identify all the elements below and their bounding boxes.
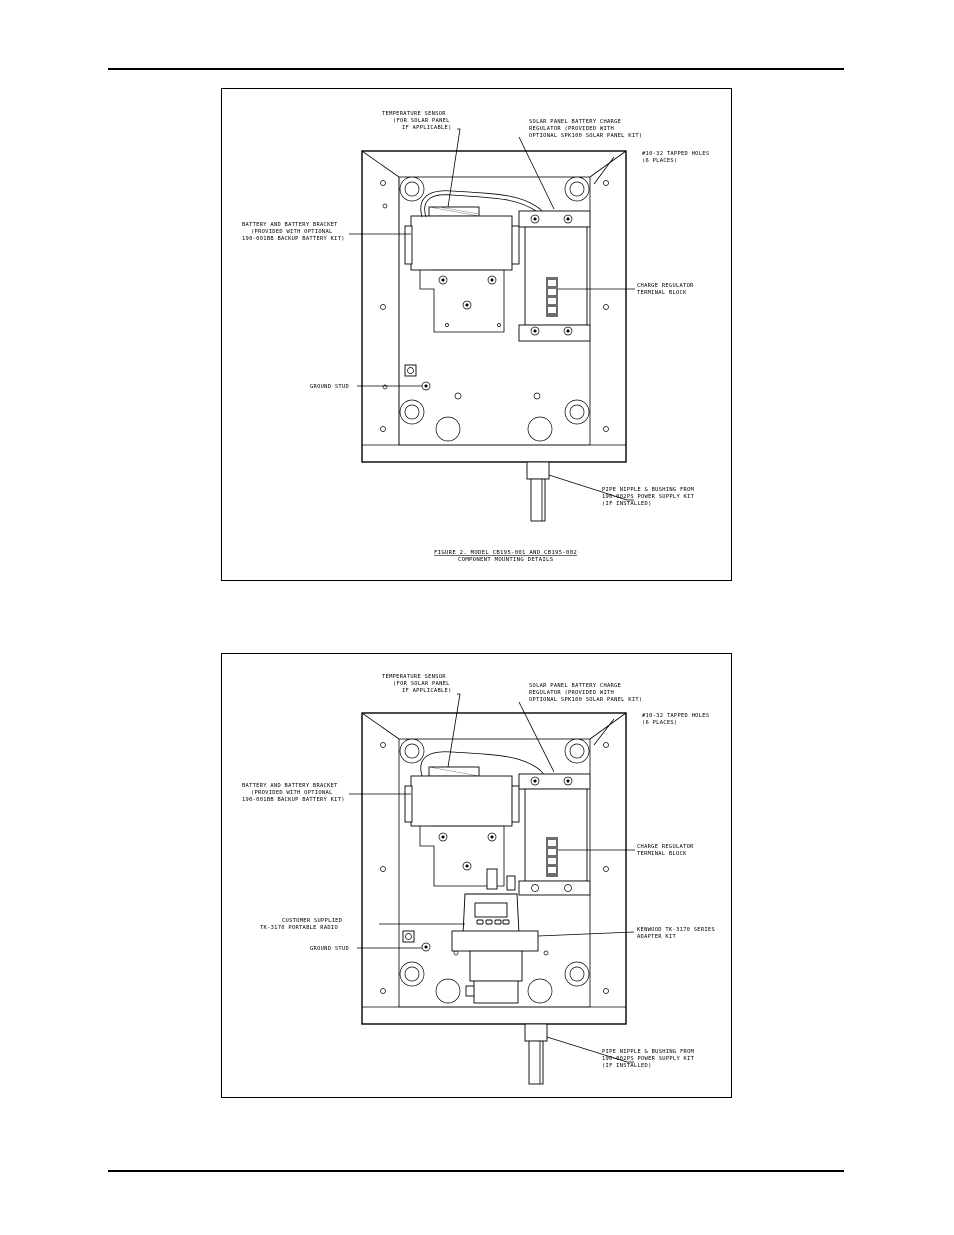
figure-2-drawing: TEMPERATURE SENSOR (FOR SOLAR PANEL IF A… — [242, 111, 713, 563]
charge-regulator — [518, 773, 591, 896]
footer-rule — [108, 1170, 844, 1172]
header-rule — [108, 68, 844, 70]
leader-lines — [349, 128, 635, 501]
battery-bracket-label: BATTERY AND BATTERY BRACKET (PROVIDED WI… — [242, 783, 345, 803]
battery-bracket-label: BATTERY AND BATTERY BRACKET (PROVIDED WI… — [242, 222, 345, 242]
tapped-holes-label: #10-32 TAPPED HOLES (6 PLACES) — [642, 713, 713, 726]
figure-2-frame: TEMPERATURE SENSOR (FOR SOLAR PANEL IF A… — [221, 88, 732, 581]
pipe-nipple — [524, 1023, 548, 1085]
ground-stud-label: GROUND STUD — [310, 384, 349, 390]
pipe-nipple-label: PIPE NIPPLE & BUSHING FROM 190-002PS POW… — [602, 487, 698, 507]
radio-figure-drawing: TEMPERATURE SENSOR (FOR SOLAR PANEL IF A… — [242, 674, 719, 1085]
battery-bracket — [404, 766, 520, 887]
terminal-block-label: CHARGE REGULATOR TERMINAL BLOCK — [637, 283, 697, 296]
ground-stud-label: GROUND STUD — [310, 946, 349, 952]
ground-stud — [404, 364, 431, 391]
ground-stud — [402, 930, 431, 952]
enclosure-holes — [380, 738, 609, 1004]
portable-radio — [451, 868, 549, 1004]
customer-radio-label: CUSTOMER SUPPLIED TK-3170 PORTABLE RADIO — [260, 918, 346, 931]
radio-figure-frame: TEMPERATURE SENSOR (FOR SOLAR PANEL IF A… — [221, 653, 732, 1098]
enclosure — [361, 712, 627, 1025]
battery-bracket — [404, 206, 520, 333]
figure-caption: FIGURE 2. MODEL CB195-001 AND CB195-002 … — [434, 550, 581, 563]
enclosure-holes — [380, 176, 609, 442]
temperature-sensor-label: TEMPERATURE SENSOR (FOR SOLAR PANEL IF A… — [382, 674, 453, 694]
pipe-nipple — [526, 461, 550, 522]
terminal-block-label: CHARGE REGULATOR TERMINAL BLOCK — [637, 844, 697, 857]
leader-lines — [349, 693, 635, 1063]
pipe-nipple-label: PIPE NIPPLE & BUSHING FROM 190-002PS POW… — [602, 1049, 698, 1069]
tapped-holes-label: #10-32 TAPPED HOLES (6 PLACES) — [642, 151, 713, 164]
temperature-sensor-label: TEMPERATURE SENSOR (FOR SOLAR PANEL IF A… — [382, 111, 453, 131]
charge-regulator-label: SOLAR PANEL BATTERY CHARGE REGULATOR (PR… — [529, 119, 642, 139]
charge-regulator-label: SOLAR PANEL BATTERY CHARGE REGULATOR (PR… — [529, 683, 642, 703]
enclosure — [361, 150, 627, 463]
adapter-kit-label: KENWOOD TK-3170 SERIES ADAPTER KIT — [637, 927, 719, 940]
charge-regulator — [518, 210, 591, 342]
